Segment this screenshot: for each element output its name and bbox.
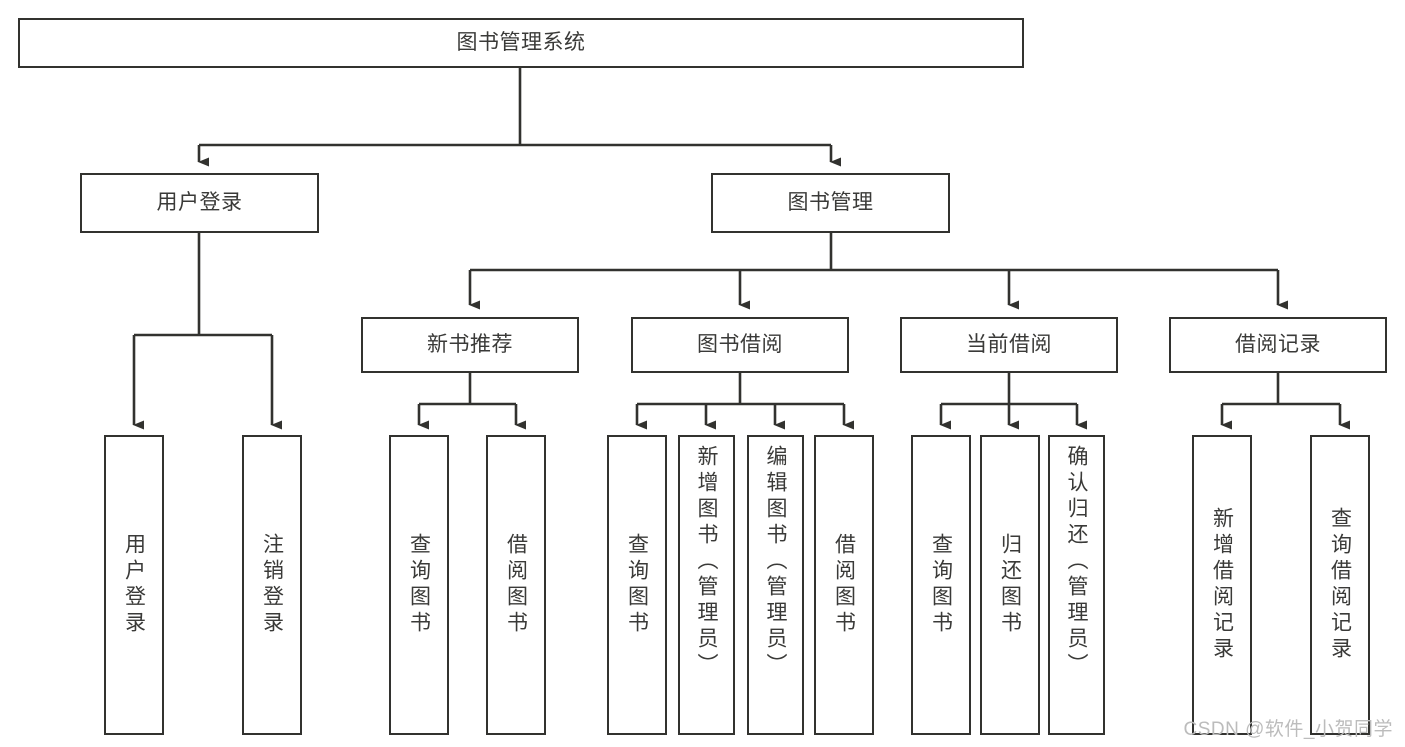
- node-label: 图书管理: [787, 190, 874, 214]
- node-leaf-confirm-return-admin[interactable]: 确认归还（管理员）: [1048, 435, 1105, 735]
- node-label: 注销登录: [260, 533, 284, 637]
- node-leaf-add-borrow-record[interactable]: 新增借阅记录: [1192, 435, 1252, 735]
- node-label: 借阅图书: [832, 533, 856, 637]
- node-leaf-borrow-book-borrow[interactable]: 借阅图书: [814, 435, 874, 735]
- watermark-text: CSDN @软件_小贺同学: [1183, 719, 1393, 740]
- node-label: 归还图书: [998, 533, 1022, 637]
- node-current-borrowing[interactable]: 当前借阅: [900, 317, 1118, 373]
- node-label: 新增借阅记录: [1210, 507, 1234, 663]
- node-label: 用户登录: [156, 190, 243, 214]
- node-leaf-query-borrow-record[interactable]: 查询借阅记录: [1310, 435, 1370, 735]
- node-leaf-query-book-borrow[interactable]: 查询图书: [607, 435, 667, 735]
- node-book-borrowing[interactable]: 图书借阅: [631, 317, 849, 373]
- node-label: 新增图书（管理员）: [695, 445, 718, 679]
- node-label: 查询图书: [407, 533, 431, 637]
- node-label: 图书管理系统: [456, 30, 586, 54]
- node-root-book-management-system[interactable]: 图书管理系统: [18, 18, 1024, 68]
- node-borrowing-record[interactable]: 借阅记录: [1169, 317, 1387, 373]
- node-leaf-query-book-current[interactable]: 查询图书: [911, 435, 971, 735]
- node-leaf-edit-book-admin[interactable]: 编辑图书（管理员）: [747, 435, 804, 735]
- node-label: 确认归还（管理员）: [1065, 445, 1088, 679]
- node-new-book-recommendation[interactable]: 新书推荐: [361, 317, 579, 373]
- node-label: 当前借阅: [966, 332, 1052, 356]
- node-book-management[interactable]: 图书管理: [711, 173, 950, 233]
- node-label: 查询图书: [625, 533, 649, 637]
- node-label: 新书推荐: [427, 332, 513, 356]
- node-label: 查询借阅记录: [1328, 507, 1352, 663]
- node-label: 借阅记录: [1235, 332, 1321, 356]
- node-label: 借阅图书: [504, 533, 528, 637]
- node-label: 图书借阅: [697, 332, 783, 356]
- node-leaf-add-book-admin[interactable]: 新增图书（管理员）: [678, 435, 735, 735]
- node-label: 编辑图书（管理员）: [764, 445, 787, 679]
- node-leaf-borrow-book-newbook[interactable]: 借阅图书: [486, 435, 546, 735]
- node-user-login[interactable]: 用户登录: [80, 173, 319, 233]
- node-leaf-user-login[interactable]: 用户登录: [104, 435, 164, 735]
- node-leaf-logout[interactable]: 注销登录: [242, 435, 302, 735]
- node-leaf-query-book-newbook[interactable]: 查询图书: [389, 435, 449, 735]
- node-label: 用户登录: [122, 533, 146, 637]
- node-label: 查询图书: [929, 533, 953, 637]
- node-leaf-return-book[interactable]: 归还图书: [980, 435, 1040, 735]
